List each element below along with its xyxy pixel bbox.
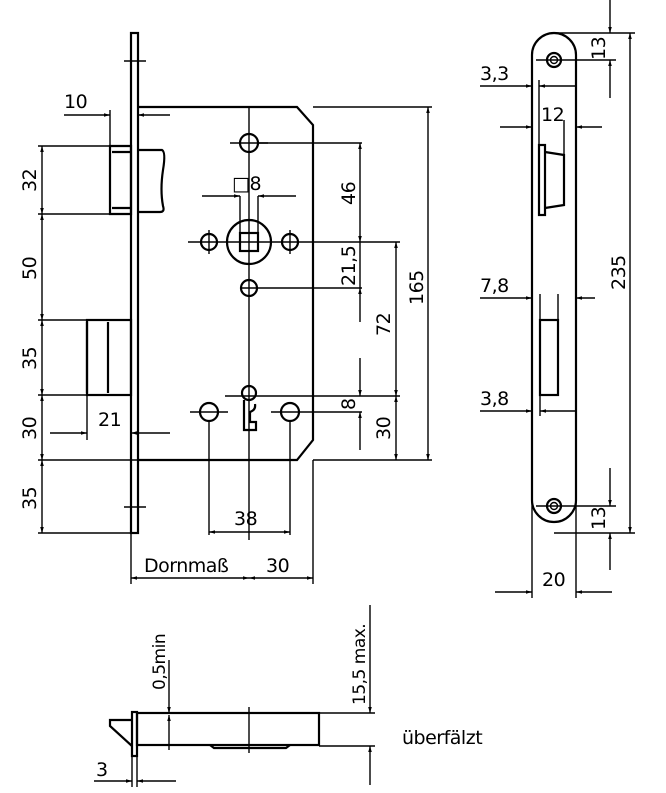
- dim-cylinder-to-bottom: 30: [373, 417, 395, 440]
- dim-backset-extra: 30: [266, 555, 289, 577]
- dim-bottom-screw: 13: [588, 507, 610, 530]
- latch-head: [544, 150, 566, 210]
- dim-latch-width: 12: [541, 104, 564, 126]
- dim-bolt-throw: 21: [98, 409, 121, 431]
- side-case: [135, 711, 321, 747]
- latch-body: [138, 148, 166, 214]
- side-view: 0,5min 15,5 max. 3 überfälzt: [94, 605, 483, 787]
- dim-faceplate-thickness: 3: [96, 759, 108, 781]
- dim-bolt-width: 7,8: [480, 275, 509, 297]
- dim-top-to-spindle: 46: [338, 182, 360, 205]
- dim-latch-offset: 3,3: [480, 63, 509, 85]
- dim-total-length: 235: [608, 255, 630, 290]
- dim-bolt-offset-fp: 3,8: [480, 388, 509, 410]
- dim-bolt-height: 35: [19, 347, 41, 370]
- faceplate-view: 13 13 235 3,3 12 7,8 3,8 20: [480, 0, 635, 598]
- dim-backset: Dornmaß: [144, 555, 229, 577]
- cylinder-slot: [242, 400, 258, 432]
- dim-min-gap: 0,5min: [150, 634, 170, 690]
- dim-spindle-to-hole: 21,5: [338, 246, 360, 286]
- side-latch: [108, 718, 133, 747]
- dim-bolt-to-bottom: 30: [19, 417, 41, 440]
- dim-bottom-margin: 35: [19, 487, 41, 510]
- front-view: □8 32 50 35 30 35: [19, 31, 432, 584]
- dim-case-height: 165: [406, 270, 428, 305]
- side-hub: [209, 744, 291, 750]
- dim-bolt-offset: 10: [64, 91, 87, 113]
- dim-latch-height: 32: [19, 169, 41, 192]
- latch-tongue: [108, 144, 133, 216]
- faceplate-strip: [129, 31, 140, 535]
- dim-spindle-to-cylinder: 72: [373, 313, 395, 336]
- lock-case: [138, 105, 315, 462]
- dim-square-spindle: □8: [232, 173, 261, 195]
- dim-max-depth: 15,5 max.: [350, 624, 370, 705]
- bolt-opening: [538, 318, 560, 397]
- dim-cylinder-hole-spacing: 38: [234, 508, 257, 530]
- dim-top-screw: 13: [588, 37, 610, 60]
- dim-faceplate-width: 20: [542, 569, 565, 591]
- latch-opening: [537, 143, 547, 217]
- dim-latch-to-bolt: 50: [19, 257, 41, 280]
- dim-cylinder-offset: 8: [338, 398, 360, 410]
- note-overlapped: überfälzt: [402, 727, 482, 749]
